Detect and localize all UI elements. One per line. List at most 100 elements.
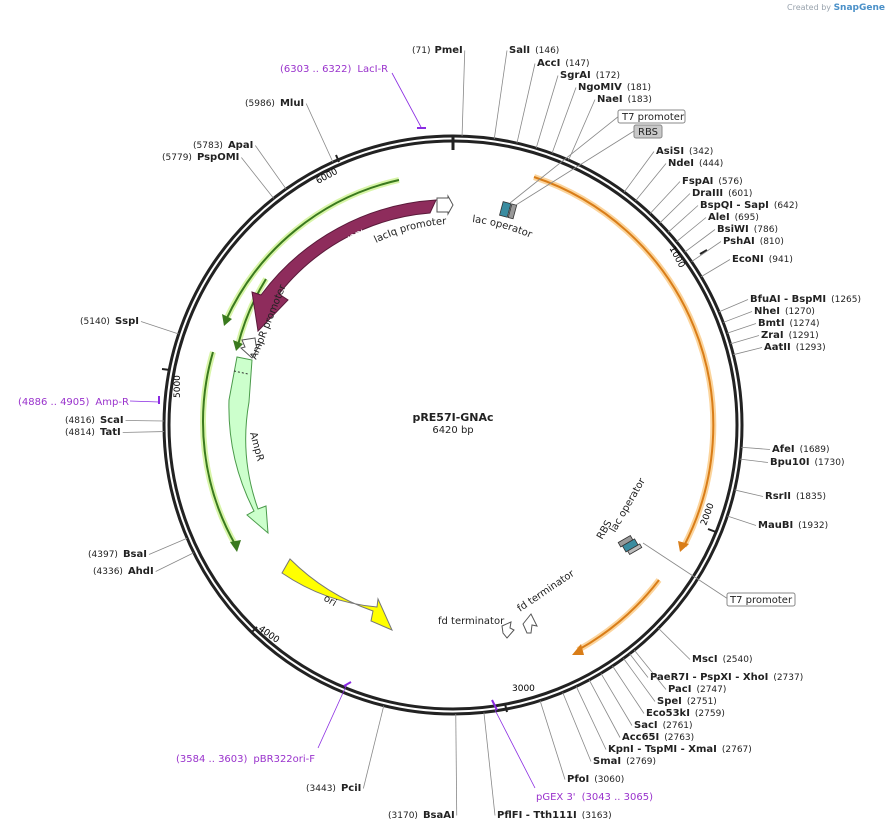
feature-AmpR-label: AmpR: [247, 431, 265, 463]
enzyme-SpeI[interactable]: SpeI(2751): [657, 696, 717, 707]
orf-arc-4: [237, 278, 267, 346]
feature-lacIq-promoter[interactable]: [436, 194, 454, 216]
feature-fd-terminator-2[interactable]: [522, 613, 538, 634]
enzyme-PspOMI[interactable]: (5779)PspOMI: [162, 152, 239, 163]
enzyme-MscI[interactable]: MscI(2540): [692, 654, 753, 665]
enzyme-BsaI[interactable]: (4397)BsaI: [88, 549, 147, 560]
enzyme-SspI[interactable]: (5140)SspI: [80, 316, 139, 327]
enzyme-DraIII[interactable]: DraIII(601): [692, 188, 752, 199]
orf-arc-5-arrowhead: [230, 540, 241, 552]
primer-LacI-R[interactable]: (6303 .. 6322)LacI-R: [280, 64, 426, 129]
orf-arc-1-arrowhead: [678, 541, 689, 552]
enzyme-PshAI[interactable]: PshAI(810): [723, 236, 784, 247]
enzyme-Acc65I[interactable]: Acc65I(2763): [622, 732, 694, 743]
tick-label-3000: 3000: [512, 684, 535, 694]
t7-promoter-label-2: T7 promoter: [729, 595, 793, 606]
primer-pBR322ori-F-pos: (3584 .. 3603): [176, 754, 248, 765]
enzyme-MluI[interactable]: (5986)MluI: [245, 98, 304, 109]
enzyme-NaeI[interactable]: NaeI(183): [597, 94, 652, 105]
enzyme-TatI[interactable]: (4814)TatI: [65, 427, 121, 438]
primer-pBR322ori-F[interactable]: (3584 .. 3603) pBR322ori-F: [176, 681, 352, 765]
leader-enzyme-RsrII: [734, 489, 764, 497]
leader-enzyme-AccI: [516, 63, 536, 144]
feature-AmpR-promoter[interactable]: [239, 337, 262, 359]
feature-AmpR[interactable]: [228, 356, 269, 535]
enzyme-RsrII[interactable]: RsrII(1835): [765, 491, 826, 502]
enzyme-FspAI[interactable]: FspAI(576): [682, 176, 743, 187]
primer-Amp-R-name: Amp-R: [95, 397, 129, 408]
leader-enzyme-MscI: [658, 627, 691, 660]
orf-arc-1: [533, 176, 715, 547]
enzyme-AatII[interactable]: AatII(1293): [764, 342, 826, 353]
enzyme-AccI[interactable]: AccI(147): [537, 58, 590, 69]
credit-prefix: Created by: [787, 3, 832, 12]
enzyme-ApaI[interactable]: (5783)ApaI: [193, 140, 253, 151]
enzyme-KpnI-TspMI-XmaI[interactable]: KpnI - TspMI - XmaI(2767): [608, 744, 752, 755]
enzyme-AfeI[interactable]: AfeI(1689): [772, 444, 830, 455]
primer-Amp-R[interactable]: (4886 .. 4905)Amp-R: [18, 396, 160, 408]
enzyme-ZraI[interactable]: ZraI(1291): [761, 330, 819, 341]
orf-arc-2: [577, 579, 660, 651]
plasmid-length: 6420 bp: [432, 425, 473, 436]
leader-enzyme-SgrAI: [535, 75, 559, 149]
feature-fd-terminator-1[interactable]: [501, 621, 515, 639]
leader-enzyme-SpeI: [623, 658, 656, 702]
enzyme-SacI[interactable]: SacI(2761): [634, 720, 693, 731]
leader-enzyme-AhdI: [155, 552, 194, 572]
enzyme-PacI[interactable]: PacI(2747): [668, 684, 726, 695]
leader-enzyme-BfuAI-BspMI: [718, 299, 749, 313]
feature-lac-operator-2-label: lac operator: [608, 476, 648, 535]
enzyme-EcoNI[interactable]: EcoNI(941): [732, 254, 793, 265]
leader-enzyme-Eco53kI: [612, 665, 645, 714]
enzyme-ScaI[interactable]: (4816)ScaI: [65, 415, 124, 426]
leader-enzyme-MauBI: [727, 515, 757, 526]
snapgene-credit: Created by SnapGene: [787, 3, 885, 13]
leader-enzyme-SmaI: [562, 692, 592, 762]
enzyme-BmtI[interactable]: BmtI(1274): [758, 318, 819, 329]
leader-enzyme-DraIII: [659, 193, 691, 224]
enzyme-PciI[interactable]: (3443)PciI: [306, 783, 361, 794]
leader-enzyme-PfoI: [539, 700, 566, 780]
enzyme-PfoI[interactable]: PfoI(3060): [567, 774, 624, 785]
enzyme-leader-lines: [122, 50, 771, 816]
enzyme-NgoMIV[interactable]: NgoMIV(181): [578, 82, 651, 93]
leader-enzyme-FspAI: [649, 181, 681, 214]
enzyme-BsaAI[interactable]: (3170)BsaAI: [388, 810, 455, 821]
enzyme-PflFI-Tth111I[interactable]: PflFI - Tth111I(3163): [497, 810, 612, 821]
feature-lac-operator-1[interactable]: [499, 201, 518, 220]
t7-promoter-label-1: T7 promoter: [621, 112, 685, 123]
leader-t7-promoter-1: [509, 115, 620, 204]
leader-enzyme-PspOMI: [241, 157, 275, 199]
enzyme-Eco53kI[interactable]: Eco53kI(2759): [646, 708, 725, 719]
feature-ori[interactable]: [281, 558, 393, 631]
leader-enzyme-AleI: [676, 217, 707, 243]
enzyme-AleI[interactable]: AleI(695): [708, 212, 759, 223]
enzyme-Bpu10I[interactable]: Bpu10I(1730): [770, 457, 844, 468]
leader-enzyme-ScaI: [125, 420, 165, 422]
enzyme-NdeI[interactable]: NdeI(444): [668, 158, 723, 169]
enzyme-NheI[interactable]: NheI(1270): [754, 306, 815, 317]
enzyme-AhdI[interactable]: (4336)AhdI: [93, 566, 154, 577]
tick-label-5000: 5000: [173, 375, 183, 398]
enzyme-SmaI[interactable]: SmaI(2769): [593, 756, 656, 767]
leader-enzyme-AatII: [733, 347, 763, 356]
enzyme-AsiSI[interactable]: AsiSI(342): [656, 146, 713, 157]
feature-lacI[interactable]: [251, 199, 437, 333]
enzyme-BspQI-SapI[interactable]: BspQI - SapI(642): [700, 200, 798, 211]
primer-pGEX-3[interactable]: pGEX 3'(3043 .. 3065): [491, 699, 653, 803]
enzyme-SalI[interactable]: SalI(146): [509, 45, 559, 56]
enzyme-BsiWI[interactable]: BsiWI(786): [717, 224, 778, 235]
leader-enzyme-NheI: [723, 311, 753, 323]
enzyme-PaeR7I-PspXI-XhoI[interactable]: PaeR7I - PspXI - XhoI(2737): [650, 672, 803, 683]
feature-lac-operator-2[interactable]: [617, 534, 643, 557]
orf-arc-2-arrowhead: [572, 644, 584, 655]
leader-enzyme-BspQI-SapI: [667, 205, 699, 233]
orf-arc-1-glow: [533, 174, 717, 548]
leader-t7-promoter-2: [642, 542, 729, 600]
enzyme-SgrAI[interactable]: SgrAI(172): [560, 70, 620, 81]
enzyme-PmeI[interactable]: (71)PmeI: [412, 45, 463, 56]
enzyme-MauBI[interactable]: MauBI(1932): [758, 520, 828, 531]
enzyme-BfuAI-BspMI[interactable]: BfuAI - BspMI(1265): [750, 294, 861, 305]
leader-enzyme-Bpu10I: [739, 458, 769, 463]
primer-pBR322ori-F-name: pBR322ori-F: [253, 754, 315, 765]
